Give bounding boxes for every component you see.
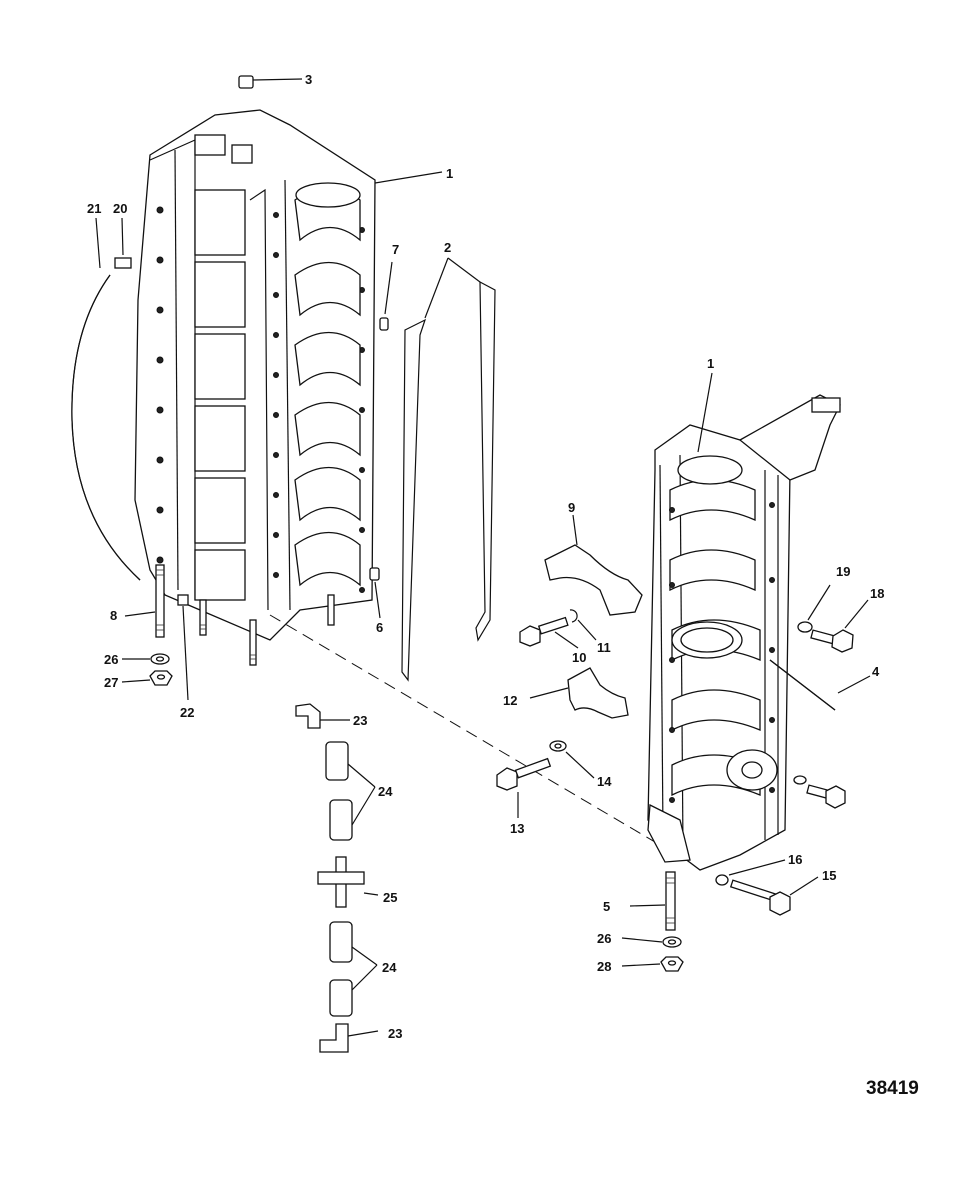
- callout-9: 9: [568, 500, 575, 515]
- bolt-right-mid: [793, 775, 846, 809]
- hose-24-upper-b: [329, 786, 376, 841]
- callout-20: 20: [113, 201, 127, 216]
- callout-27: 27: [104, 675, 118, 690]
- callout-3: 3: [305, 72, 312, 87]
- callout-4: 4: [872, 664, 880, 679]
- stud-8: [124, 564, 165, 638]
- stud-5: [629, 871, 676, 931]
- bolt-15: [729, 876, 819, 916]
- callout-26-left: 26: [104, 652, 118, 667]
- figure-number: 38419: [866, 1078, 919, 1099]
- bearing-cap-12: [529, 667, 629, 719]
- callout-28: 28: [597, 959, 611, 974]
- callout-24-top: 24: [378, 784, 393, 799]
- elbow-23-top: [295, 703, 350, 729]
- callout-6: 6: [376, 620, 383, 635]
- callout-25: 25: [383, 890, 397, 905]
- callout-1-cover: 1: [707, 356, 714, 371]
- dowel-6: [369, 567, 381, 619]
- tee-25: [317, 856, 379, 908]
- nut-27: [121, 670, 173, 686]
- callout-10: 10: [572, 650, 586, 665]
- hose-24-lower-a: [329, 921, 378, 966]
- retaining-ring-11: [569, 609, 597, 641]
- stud-4: [769, 659, 871, 711]
- callout-21: 21: [87, 201, 101, 216]
- callout-24-bottom: 24: [382, 960, 397, 975]
- callout-19: 19: [836, 564, 850, 579]
- callout-26-right: 26: [597, 931, 611, 946]
- callout-11: 11: [597, 640, 611, 655]
- elbow-23-bottom: [319, 1023, 379, 1053]
- callout-5: 5: [603, 899, 610, 914]
- callout-2: 2: [444, 240, 451, 255]
- callout-18: 18: [870, 586, 884, 601]
- bolt-10: [519, 616, 579, 649]
- callout-16: 16: [788, 852, 802, 867]
- washer-26-left: [122, 653, 170, 665]
- crankcase-cover-right: [647, 394, 841, 871]
- washer-19: [797, 584, 831, 633]
- hose-24-upper-a: [325, 741, 376, 788]
- callout-12: 12: [503, 693, 517, 708]
- washer-16: [715, 859, 786, 886]
- cylinder-block-left: [134, 109, 376, 666]
- callout-22: 22: [180, 705, 194, 720]
- callout-15: 15: [822, 868, 836, 883]
- callout-13: 13: [510, 821, 524, 836]
- washer-14: [549, 740, 595, 779]
- callout-7: 7: [392, 242, 399, 257]
- fitting-20: [114, 217, 132, 269]
- bolt-18: [810, 599, 869, 653]
- bearing-cap-9: [544, 514, 643, 616]
- callout-23-bottom: 23: [388, 1026, 402, 1041]
- fitting-22: [177, 594, 189, 701]
- callout-14: 14: [597, 774, 612, 789]
- hose-21: [71, 217, 141, 581]
- callout-8: 8: [110, 608, 117, 623]
- dowel-7: [379, 261, 393, 331]
- plug-3: [238, 75, 303, 89]
- seal-strip-2: [401, 257, 496, 682]
- bolt-13: [496, 757, 552, 818]
- callout-23-top: 23: [353, 713, 367, 728]
- hose-24-lower-b: [329, 964, 378, 1017]
- callout-1-left-block: 1: [446, 166, 453, 181]
- callout-labels: 3 1 21 20 7 2 6 8 26 27 22 1 9 19 18 4 1…: [87, 72, 884, 1041]
- washer-26-right: [621, 936, 682, 948]
- nut-28: [621, 956, 684, 972]
